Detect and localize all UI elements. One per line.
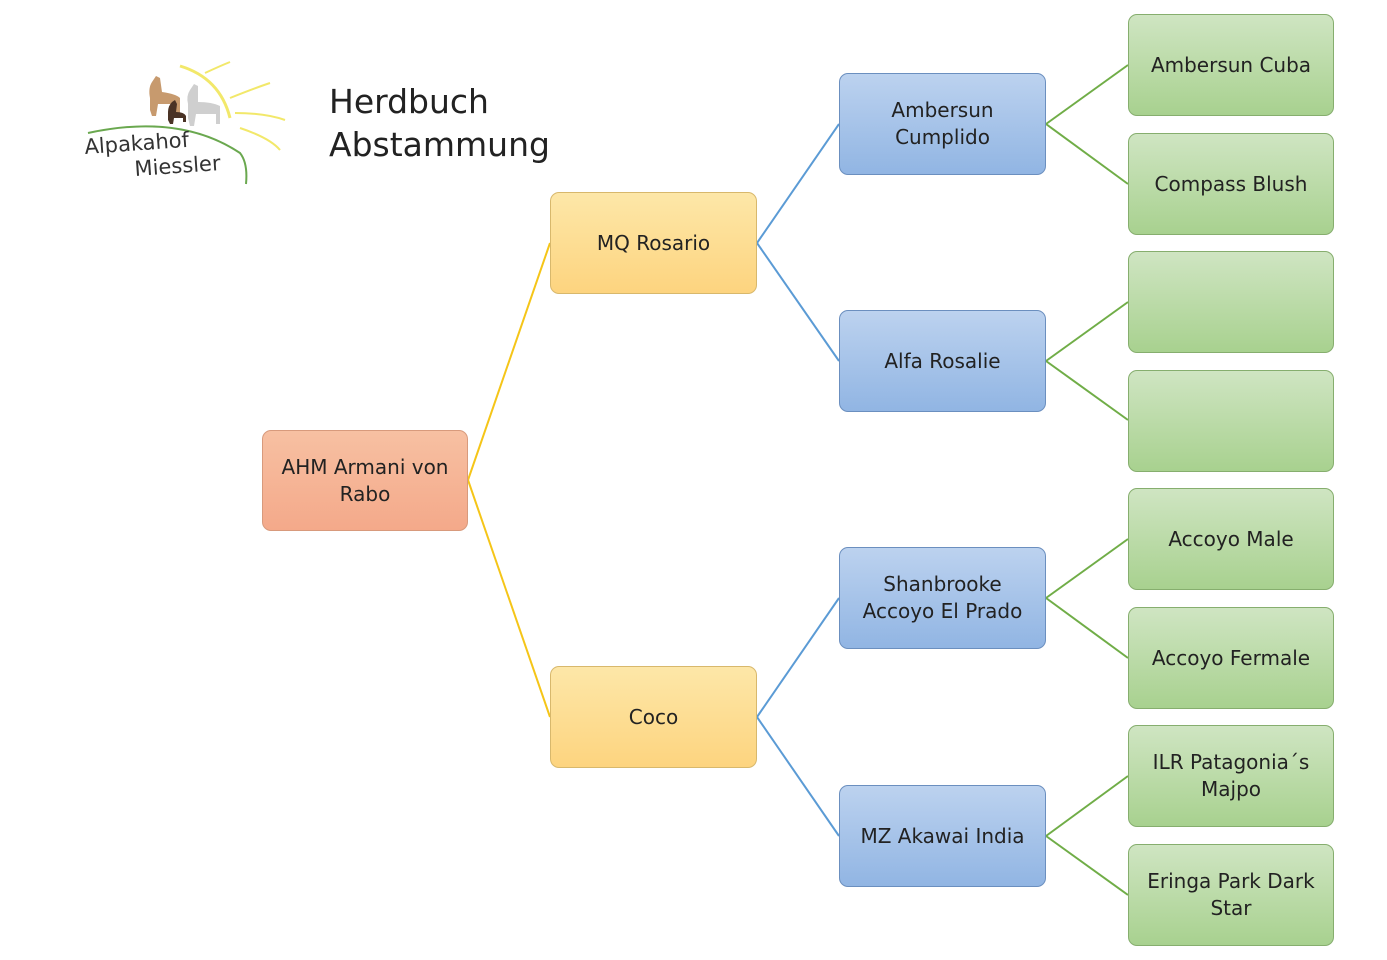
logo-text-line2: Miessler: [134, 151, 222, 181]
node-animal: AHM Armani von Rabo: [262, 430, 468, 531]
node-label: Eringa Park Dark Star: [1147, 869, 1315, 920]
node-ggp-8: Eringa Park Dark Star: [1128, 844, 1334, 946]
node-label: Accoyo Fermale: [1151, 645, 1311, 670]
title-line2: Abstammung: [329, 125, 550, 164]
node-ggp-4: [1128, 370, 1334, 472]
node-label: Accoyo Male: [1168, 526, 1294, 551]
node-label: AHM Armani von Rabo: [281, 454, 449, 506]
page-title: Herdbuch Abstammung: [329, 80, 550, 166]
node-ggp-1: Ambersun Cuba: [1128, 14, 1334, 116]
node-dam: Coco: [550, 666, 757, 768]
node-label: MZ Akawai India: [860, 823, 1025, 848]
title-line1: Herdbuch: [329, 82, 489, 121]
node-label: MQ Rosario: [596, 230, 711, 255]
node-sire: MQ Rosario: [550, 192, 757, 294]
node-dam-sire: Shanbrooke Accoyo El Prado: [839, 547, 1046, 649]
node-label: Coco: [628, 704, 679, 729]
node-ggp-6: Accoyo Fermale: [1128, 607, 1334, 709]
node-label: Shanbrooke Accoyo El Prado: [862, 572, 1023, 623]
node-label: Compass Blush: [1154, 171, 1308, 196]
node-ggp-2: Compass Blush: [1128, 133, 1334, 235]
node-sire-sire: Ambersun Cumplido: [839, 73, 1046, 175]
node-label: Ambersun Cuba: [1150, 52, 1312, 77]
node-ggp-7: ILR Patagonia´s Majpo: [1128, 725, 1334, 827]
node-ggp-3: [1128, 251, 1334, 353]
alpakahof-logo: Alpakahof Miessler: [84, 61, 286, 185]
node-label: ILR Patagonia´s Majpo: [1152, 750, 1310, 801]
node-label: Ambersun Cumplido: [891, 98, 994, 149]
node-label: Alfa Rosalie: [884, 348, 1001, 373]
node-sire-dam: Alfa Rosalie: [839, 310, 1046, 412]
node-dam-dam: MZ Akawai India: [839, 785, 1046, 887]
node-ggp-5: Accoyo Male: [1128, 488, 1334, 590]
